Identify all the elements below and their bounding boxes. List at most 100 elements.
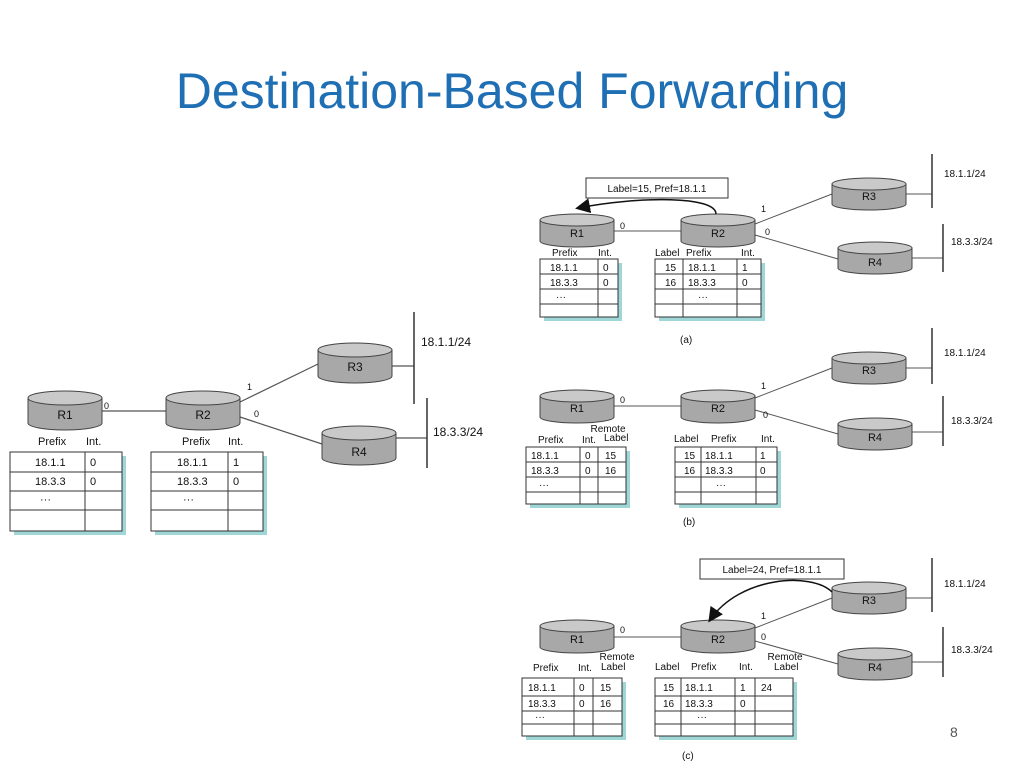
r1-table-a: Prefix Int. 18.1.1 0 18.3.3 0 ···: [539, 248, 622, 321]
link-r2-r4: [754, 234, 839, 260]
table-header: Prefix: [691, 662, 717, 673]
port-label: 0: [763, 410, 768, 420]
table-header: Prefix: [552, 248, 578, 259]
table-cell: ···: [183, 494, 194, 506]
table-cell: 16: [600, 699, 612, 710]
router-r2: R2: [165, 390, 241, 431]
router-r2-label: R2: [195, 408, 211, 422]
table-header: Int.: [578, 663, 592, 674]
label-message: Label=15, Pref=18.1.1: [608, 184, 707, 195]
table-cell: 18.3.3: [177, 476, 208, 488]
table-cell: 18.1.1: [528, 683, 556, 694]
table-cell: 0: [579, 699, 585, 710]
table-header: Remote: [590, 424, 625, 435]
table-cell: 0: [585, 451, 591, 462]
port-label: 1: [247, 382, 252, 392]
r1-table-c: Remote Prefix Int. Label 18.1.1 0 15 18.…: [521, 652, 635, 740]
table-cell: ···: [556, 292, 566, 303]
table-header: Remote: [767, 652, 802, 663]
router-r1: R1: [27, 390, 103, 431]
table-cell: ···: [716, 480, 726, 491]
table-cell: 1: [760, 451, 766, 462]
panel-a: R1 R2 R3 R4 0 1 0 18.1.1/24 18.3.3/24 La…: [539, 154, 993, 346]
table-cell: ···: [697, 712, 707, 723]
table-header: Prefix: [686, 248, 712, 259]
link-r2-r3: [754, 367, 833, 399]
table-cell: 18.1.1: [685, 683, 713, 694]
table-cell: ···: [539, 480, 549, 491]
table-cell: 15: [600, 683, 612, 694]
table-header: Int.: [582, 435, 596, 446]
port-label: 1: [761, 611, 766, 621]
port-label: 0: [620, 625, 625, 635]
label-message-box: [585, 177, 729, 199]
table-cell: 0: [603, 278, 609, 289]
table-header: Int.: [739, 662, 753, 673]
table-cell: ···: [40, 494, 51, 506]
label-mapping-arrow: [708, 579, 833, 623]
port-label: 0: [620, 221, 625, 231]
link-r2-r4: [239, 416, 323, 445]
page-number: 8: [950, 724, 958, 740]
router-r1-label: R1: [570, 403, 584, 415]
left-diagram: R1 R2 R3 R4 0 1 0 18.1.1/24 18.3.3/24 Pr…: [9, 312, 483, 535]
table-cell: 0: [579, 683, 585, 694]
table-cell: 1: [233, 457, 239, 469]
router-r4-label: R4: [868, 432, 882, 444]
network-label-18-1-1: 18.1.1/24: [944, 348, 986, 359]
network-label-18-3-3: 18.3.3/24: [433, 425, 483, 439]
router-r1: R1: [539, 619, 615, 654]
table-cell: 18.1.1: [705, 451, 733, 462]
router-r3: R3: [831, 177, 907, 211]
table-cell: 15: [605, 451, 617, 462]
table-header: Label: [655, 662, 679, 673]
router-r4: R4: [837, 647, 913, 681]
table-cell: 0: [233, 476, 239, 488]
router-r1-label: R1: [570, 634, 584, 646]
r2-table-b: Label Prefix Int. 15 18.1.1 1 16 18.3.3 …: [674, 434, 781, 508]
port-label: 1: [761, 381, 766, 391]
table-cell: 16: [684, 466, 696, 477]
table-cell: 18.1.1: [550, 263, 578, 274]
r1-table-b: Remote Prefix Int. Label 18.1.1 0 15 18.…: [525, 424, 630, 508]
port-label: 0: [761, 632, 766, 642]
table-cell: ···: [535, 712, 545, 723]
panel-caption: (b): [683, 517, 695, 528]
table-header: Prefix: [38, 436, 67, 448]
panel-caption: (a): [680, 335, 692, 346]
table-cell: 18.1.1: [531, 451, 559, 462]
table-cell: 16: [663, 699, 675, 710]
router-r2: R2: [680, 389, 756, 424]
table-header: Remote: [599, 652, 634, 663]
router-r3: R3: [831, 351, 907, 385]
network-label-18-3-3: 18.3.3/24: [951, 645, 993, 656]
router-r4: R4: [321, 425, 397, 466]
router-r2-label: R2: [711, 634, 725, 646]
port-label: 0: [104, 401, 109, 411]
table-header: Label: [674, 434, 698, 445]
table-header: Int.: [86, 436, 101, 448]
router-r1-label: R1: [57, 408, 73, 422]
table-cell: 0: [740, 699, 746, 710]
network-label-18-1-1: 18.1.1/24: [944, 169, 986, 180]
table-cell: 15: [665, 263, 677, 274]
router-r3-label: R3: [862, 595, 876, 607]
router-r2: R2: [680, 619, 756, 654]
table-cell: 0: [603, 263, 609, 274]
table-cell: 18.3.3: [528, 699, 556, 710]
table-header: Label: [601, 662, 625, 673]
table-cell: 18.3.3: [705, 466, 733, 477]
network-label-18-3-3: 18.3.3/24: [951, 237, 993, 248]
router-r1: R1: [539, 389, 615, 424]
table-header: Label: [604, 433, 628, 444]
panel-caption: (c): [682, 751, 694, 762]
link-r2-r3: [754, 597, 833, 629]
table-cell: 0: [585, 466, 591, 477]
table-cell: 0: [742, 278, 748, 289]
r1-forwarding-table: Prefix Int. 18.1.1 0 18.3.3 0 ···: [9, 436, 126, 535]
router-r3-label: R3: [862, 365, 876, 377]
router-r3-label: R3: [862, 191, 876, 203]
router-r3: R3: [317, 342, 393, 384]
r2-table-c: Remote Label Prefix Int. Label 15 18.1.1…: [654, 652, 803, 740]
router-r4: R4: [837, 241, 913, 275]
